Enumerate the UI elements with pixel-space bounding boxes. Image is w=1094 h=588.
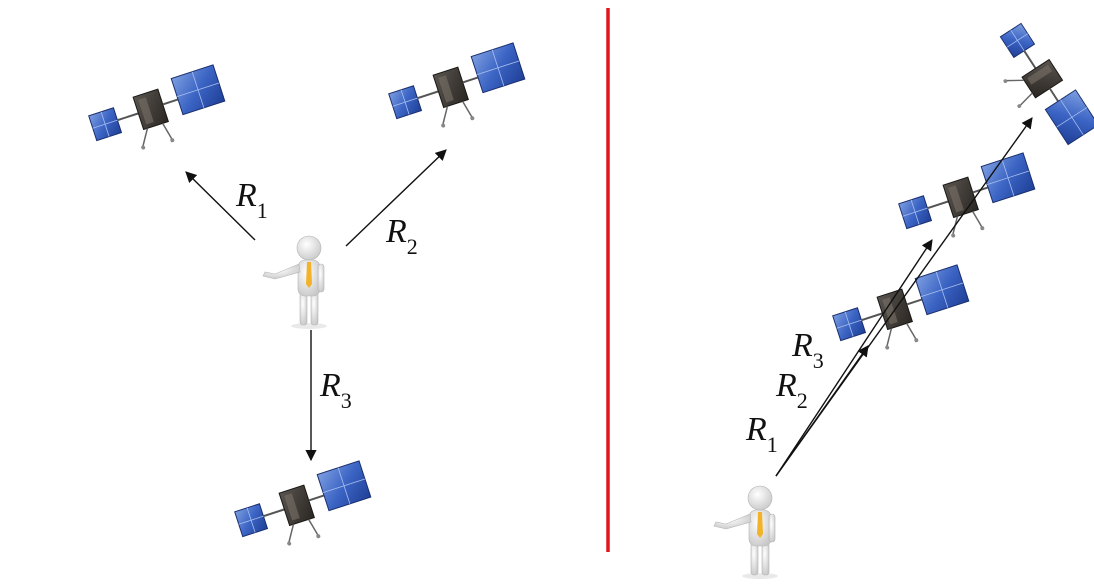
label-r3: R3: [319, 367, 352, 413]
label-r2: R2: [385, 213, 418, 259]
label-r2-right: R2: [775, 367, 808, 413]
arrow-r2: [345, 149, 447, 247]
satellite-icon: [233, 459, 372, 549]
person-pointing-icon: [262, 235, 328, 330]
arrow-r2-right: [775, 239, 933, 477]
label-r1-right: R1: [745, 411, 778, 457]
arrow-r1: [185, 171, 256, 241]
satellite-icon: [986, 9, 1094, 159]
satellite-icon: [897, 151, 1036, 241]
left-panel: R1 R2 R3: [87, 41, 526, 549]
satellite-icon: [87, 63, 226, 153]
satellite-icon: [387, 41, 526, 131]
arrow-r3-right: [775, 117, 1033, 477]
label-r1: R1: [235, 177, 268, 223]
person-pointing-icon: [713, 485, 779, 580]
right-panel: R3 R2 R1: [713, 9, 1094, 580]
label-r3-right: R3: [791, 327, 824, 373]
satellite-icon: [831, 263, 970, 353]
